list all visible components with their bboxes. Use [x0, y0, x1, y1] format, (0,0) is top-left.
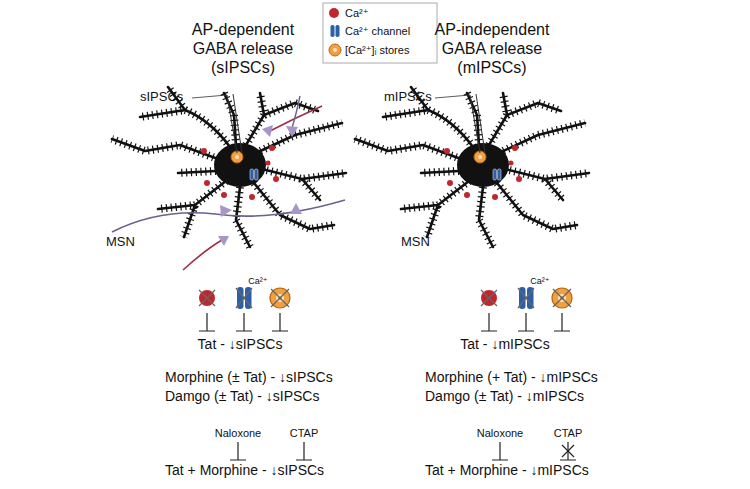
antagonist-label: CTAP	[554, 427, 583, 440]
legend-entry: Ca²⁺	[329, 6, 369, 20]
cell-label: MSN	[106, 234, 135, 250]
legend-text: [Ca²⁺]ᵢ stores	[345, 43, 409, 57]
ion-label: Ca²⁺	[248, 276, 267, 287]
effect-text: Tat + Morphine - ↓mIPSCs	[425, 462, 589, 479]
effect-text: Damgo (± Tat) - ↓mIPSCs	[425, 388, 584, 405]
legend-sample	[331, 25, 335, 37]
effect-text: Morphine (± Tat) - ↓sIPSCs	[165, 369, 333, 386]
legend-swatch	[329, 8, 339, 18]
axon-terminal	[220, 205, 232, 217]
antagonist-label: CTAP	[290, 427, 319, 440]
ion-label: Ca²⁺	[530, 276, 549, 287]
panel-heading: AP-independent GABA release (mIPSCs)	[430, 20, 554, 77]
axon	[112, 200, 345, 232]
legend-sample	[336, 25, 340, 37]
axon-terminal	[218, 236, 229, 246]
axon	[292, 96, 300, 128]
legend-frame	[323, 3, 437, 63]
cross-mark	[562, 445, 574, 457]
neuron	[112, 87, 346, 247]
legend-sample	[333, 48, 337, 52]
inhibition-bar	[230, 442, 576, 460]
axon	[183, 240, 222, 270]
panel-heading: AP-dependent GABA release (sIPSCs)	[181, 20, 305, 77]
antagonist-label: Naloxone	[477, 427, 523, 440]
legend-text: Ca²⁺	[345, 6, 369, 20]
effect-text: Morphine (+ Tat) - ↓mIPSCs	[425, 369, 598, 386]
legend-sample	[329, 44, 341, 56]
neuron	[355, 87, 589, 247]
axon-terminal	[290, 203, 302, 214]
effect-text: Tat + Morphine - ↓sIPSCs	[165, 462, 324, 479]
blocker-icons	[199, 287, 290, 331]
effect-text: Damgo (± Tat) - ↓sIPSCs	[165, 388, 319, 405]
legend-entry: [Ca²⁺]ᵢ stores	[329, 43, 409, 57]
legend-entry: Ca²⁺ channel	[329, 24, 410, 38]
effect-text: Tat - ↓sIPSCs	[198, 336, 283, 353]
blocker-icons	[481, 287, 572, 331]
legend-text: Ca²⁺ channel	[345, 24, 410, 38]
recording-label: mIPSCs	[384, 89, 432, 105]
cell-label: MSN	[401, 234, 430, 250]
axon-terminal	[262, 125, 273, 137]
antagonist-label: Naloxone	[215, 427, 261, 440]
axon-terminal	[286, 126, 298, 137]
recording-label: sIPSCs	[140, 89, 183, 105]
effect-text: Tat - ↓mIPSCs	[460, 336, 549, 353]
